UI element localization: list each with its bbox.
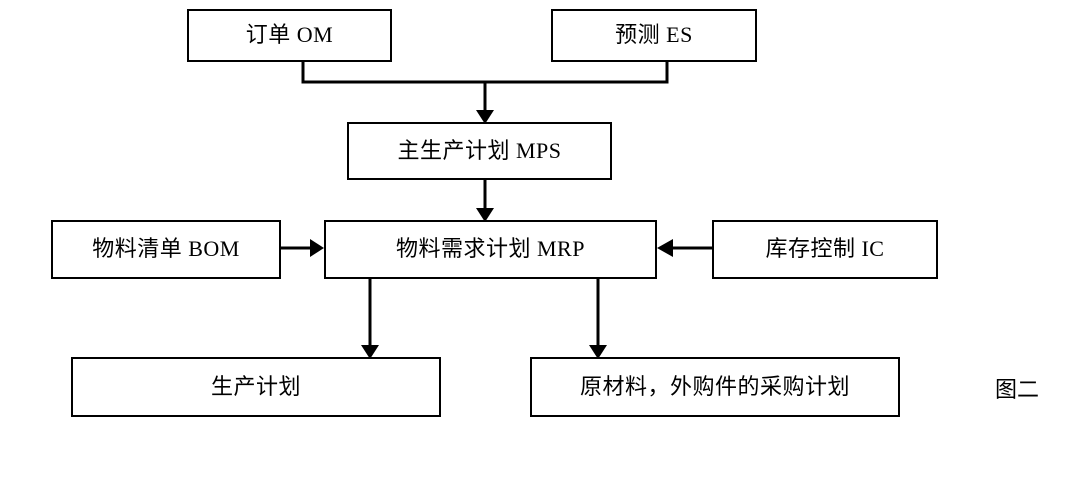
edge-om-to-mps xyxy=(301,62,485,84)
node-label: 预测 ES xyxy=(615,22,693,48)
edge-merge-to-mps xyxy=(476,82,494,124)
node-forecast-es[interactable]: 预测 ES xyxy=(551,9,757,62)
edge-mps-to-mrp xyxy=(476,180,494,222)
node-production-plan[interactable]: 生产计划 xyxy=(71,357,441,417)
node-label: 物料清单 BOM xyxy=(92,236,240,262)
node-material-requirements-planning-mrp[interactable]: 物料需求计划 MRP xyxy=(324,220,657,279)
node-bill-of-materials-bom[interactable]: 物料清单 BOM xyxy=(51,220,281,279)
edge-mrp-to-purchase-plan xyxy=(589,279,607,359)
edge-bom-to-mrp xyxy=(281,239,324,257)
edge-es-to-mps xyxy=(485,62,669,84)
node-label: 生产计划 xyxy=(210,373,301,399)
node-order-om[interactable]: 订单 OM xyxy=(187,9,392,62)
edge-mrp-to-production-plan xyxy=(361,279,379,359)
edge-ic-to-mrp xyxy=(657,239,712,257)
node-purchase-plan[interactable]: 原材料，外购件的采购计划 xyxy=(530,357,900,417)
figure-caption: 图二 xyxy=(995,377,1040,402)
node-label: 物料需求计划 MRP xyxy=(396,236,585,262)
node-inventory-control-ic[interactable]: 库存控制 IC xyxy=(712,220,938,279)
node-label: 订单 OM xyxy=(245,22,334,48)
node-label: 库存控制 IC xyxy=(765,236,885,262)
node-label: 原材料，外购件的采购计划 xyxy=(579,373,850,399)
node-label: 主生产计划 MPS xyxy=(397,137,562,163)
node-master-production-schedule-mps[interactable]: 主生产计划 MPS xyxy=(347,122,612,180)
